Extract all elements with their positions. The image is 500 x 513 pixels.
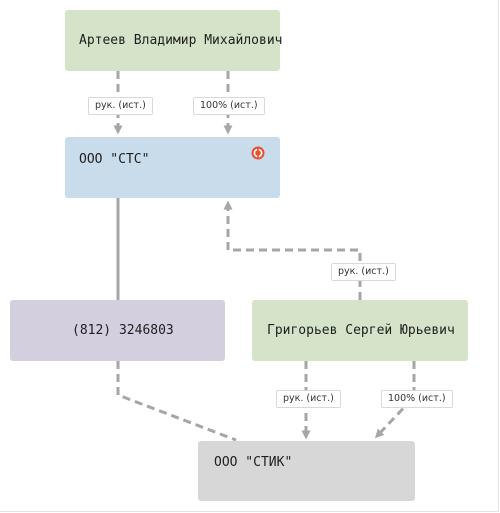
edge-phone-stik [116, 361, 237, 442]
org-node-label: ООО "СТС" [79, 152, 150, 167]
edge-label-grigoriev-stik-head: рук. (ист.) [276, 390, 341, 408]
edge-label-grigoriev-sts-head: рук. (ист.) [331, 263, 396, 281]
edge-grigoriev-sts-head [223, 200, 362, 300]
edge-grigoriev-stik-share [374, 361, 416, 439]
edge-label-grigoriev-stik-share: 100% (ист.) [381, 390, 453, 408]
org-node-label: ООО "СТИК" [214, 455, 293, 470]
person-node-grigoriev[interactable]: Григорьев Сергей Юрьевич [252, 300, 468, 361]
edge-label-arteev-sts-head: рук. (ист.) [88, 97, 153, 115]
person-node-label: Григорьев Сергей Юрьевич [267, 323, 455, 338]
org-node-sts[interactable]: ООО "СТС" [65, 137, 280, 198]
person-node-arteev[interactable]: Артеев Владимир Михайлович [65, 10, 283, 71]
person-node-label: Артеев Владимир Михайлович [79, 33, 283, 48]
phone-node[interactable]: (812) 3246803 [10, 300, 225, 361]
edge-label-arteev-sts-share: 100% (ист.) [193, 97, 265, 115]
phone-node-label: (812) 3246803 [72, 323, 174, 338]
org-node-stik[interactable]: ООО "СТИК" [198, 441, 415, 501]
liquidated-status-icon [251, 146, 265, 160]
